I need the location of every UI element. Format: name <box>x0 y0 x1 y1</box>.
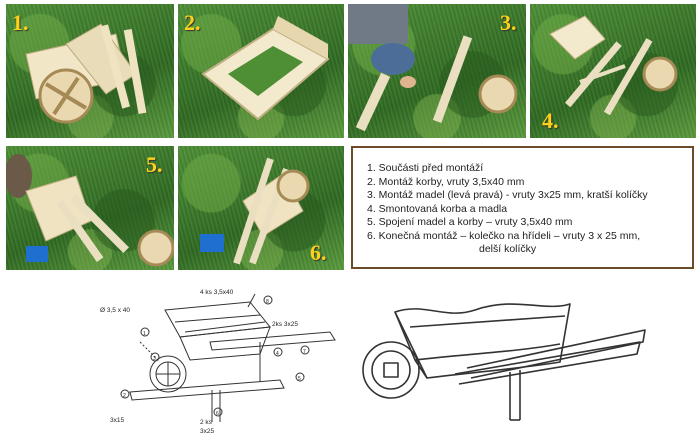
part-number: 8 <box>266 299 269 305</box>
legend-item: 6. Konečná montáž – kolečko na hřídeli –… <box>367 229 641 242</box>
finished-wheelbarrow-drawing <box>362 303 646 421</box>
handle-assembly-image <box>348 4 518 132</box>
drawing-label: 2 ks <box>200 419 213 426</box>
photo-step-3: 3. <box>348 4 526 138</box>
legend-item-continuation: delší kolíčky <box>479 243 537 255</box>
legend-item: 2. Montáž korby, vruty 3,5x40 mm <box>367 175 525 188</box>
drawing-label: Ø 3,5 x 40 <box>100 307 130 314</box>
photo-step-5: 5. <box>6 146 174 270</box>
assembly-steps-legend: 1. Součásti před montáží 2. Montáž korby… <box>351 146 694 269</box>
final-assembly-image <box>200 157 310 265</box>
step-number: 1. <box>12 10 29 35</box>
part-number: 7 <box>303 349 306 355</box>
exploded-assembly-drawing: 4 ks 3,5x40 Ø 3,5 x 40 2ks 3x25 3x15 2 k… <box>100 289 336 435</box>
drawing-label: 3x25 <box>200 428 214 435</box>
wheelbarrow-box-image <box>201 16 330 121</box>
photo-step-4: 4. <box>530 4 696 138</box>
step-number: 2. <box>184 10 201 35</box>
legend-item: 5. Spojení madel a korby – vruty 3,5x40 … <box>367 216 573 228</box>
part-number: 3 <box>153 356 156 362</box>
step-number: 3. <box>500 10 517 35</box>
step-number: 5. <box>146 152 163 177</box>
photo-step-6: 6. <box>178 146 344 270</box>
legend-item: 1. Součásti před montáží <box>367 162 484 174</box>
drawing-label: 2ks 3x25 <box>272 321 298 328</box>
legend-item: 3. Montáž madel (levá pravá) - vruty 3x2… <box>367 189 648 201</box>
step-number: 6. <box>310 240 327 265</box>
part-number: 6 <box>216 411 219 417</box>
part-number: 5 <box>298 376 301 382</box>
photo-step-1: 1. <box>6 4 174 138</box>
legend-item: 4. Smontovaná korba a madla <box>367 202 508 215</box>
photo-step-2: 2. <box>178 4 344 138</box>
assembled-box-handles-image <box>549 15 678 116</box>
part-number: 2 <box>123 393 126 399</box>
wheelbarrow-parts-image <box>25 23 147 124</box>
drawing-label: 3x15 <box>110 417 124 424</box>
joining-handles-image <box>6 154 174 267</box>
step-number: 4. <box>542 108 559 133</box>
drawing-label: 4 ks 3,5x40 <box>200 289 234 296</box>
part-number: 1 <box>143 331 146 337</box>
part-number: 4 <box>276 351 279 357</box>
